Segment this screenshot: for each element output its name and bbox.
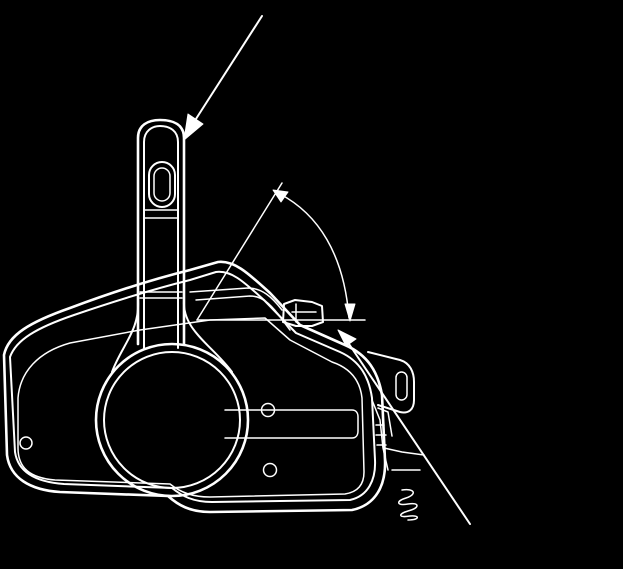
angle-line [196, 182, 283, 321]
control-lever [94, 118, 250, 498]
lever-grip-button [148, 161, 176, 208]
screw-hole-upper [260, 402, 276, 418]
neutral-lock-trigger [282, 299, 324, 327]
angle-dimension-arc [272, 189, 356, 322]
screw-hole-lower [262, 462, 278, 478]
leader-arrowhead-lever [183, 113, 204, 141]
bracket-slot [395, 371, 408, 401]
lever-hub [94, 342, 250, 498]
leader-arrow-lever [183, 15, 263, 141]
leader-arrow-lock [337, 329, 471, 525]
control-box-housing [2, 260, 387, 514]
leader-arrowhead-lock [337, 329, 357, 347]
angle-arrowhead-top [272, 189, 289, 203]
angle-arrowhead-bottom [344, 303, 356, 322]
screw-hole-left [19, 436, 33, 450]
mounting-bracket [367, 351, 425, 471]
return-spring [398, 488, 418, 521]
